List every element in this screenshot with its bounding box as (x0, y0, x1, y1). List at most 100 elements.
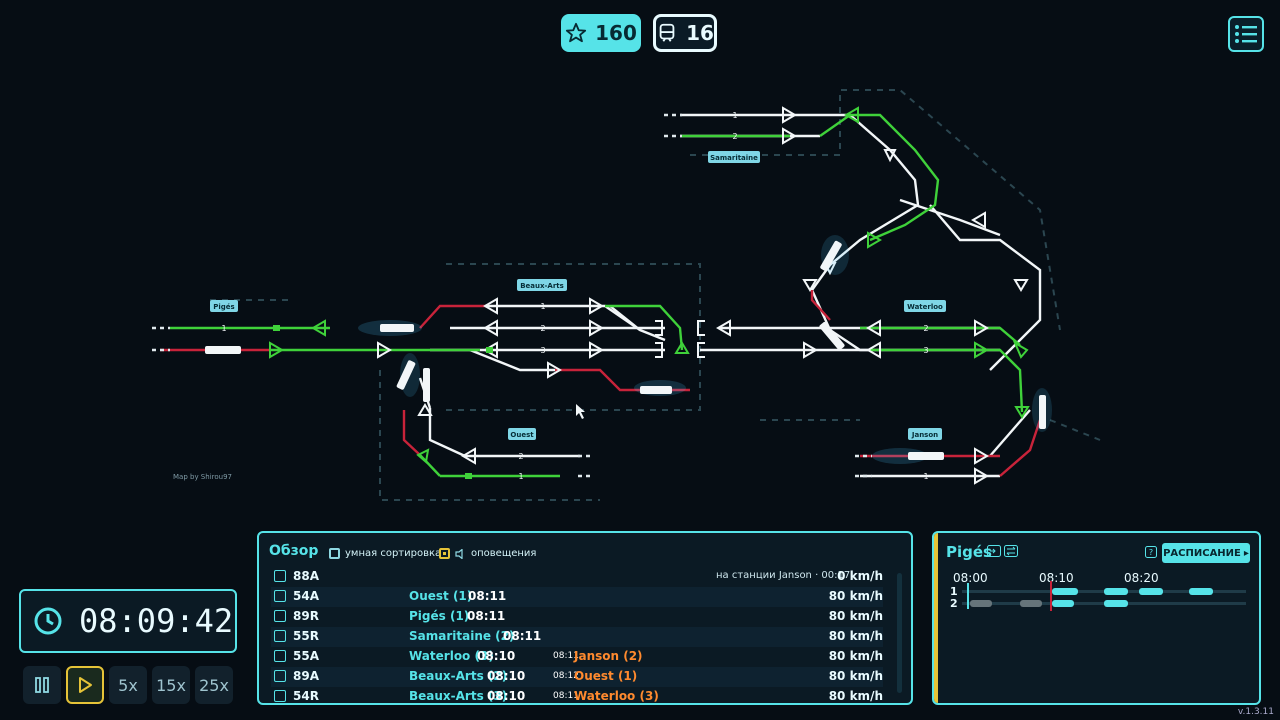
svg-text:Samaritaine: Samaritaine (710, 154, 758, 162)
station-panel: Pigés ? РАСПИСАНИЕ ▸ 08:00 08:10 08:20 1… (932, 531, 1261, 705)
next-station: Beaux-Arts (2) (409, 669, 508, 683)
next-station: Waterloo (3) (409, 649, 494, 663)
train-row[interactable]: 88A на станции Janson · 00:17 0 km/h (271, 567, 883, 587)
following-station: Janson (2) (574, 649, 643, 663)
timeline-hour: 08:00 (953, 571, 988, 585)
menu-button[interactable] (1228, 16, 1264, 52)
alerts-label: оповещения (471, 548, 537, 559)
timeline-marker (967, 583, 969, 609)
next-station: Ouest (1) (409, 589, 473, 603)
star-icon (566, 22, 587, 43)
swap-direction-icon[interactable] (1004, 545, 1018, 557)
speed-5x-button[interactable]: 5x (109, 666, 147, 704)
trains-counter: 16 (653, 14, 717, 52)
alerts-toggle[interactable]: оповещения (439, 548, 536, 559)
train-icon (274, 670, 286, 682)
swap-view-icon[interactable] (987, 545, 1001, 557)
pause-icon (35, 677, 49, 693)
train-icon (274, 570, 286, 582)
svg-text:Janson: Janson (911, 431, 938, 439)
next-time: 08:11 (503, 629, 542, 643)
svg-text:Ouest: Ouest (510, 431, 534, 439)
train-row[interactable]: 89R Pigés (1) 08:11 80 km/h (271, 607, 883, 627)
next-time: 08:10 (477, 649, 516, 663)
current-time-marker (1050, 581, 1052, 611)
overview-panel: Обзор умная сортировка оповещения 88A на… (257, 531, 913, 705)
play-button[interactable] (66, 666, 104, 704)
timeline-hour: 08:10 (1039, 571, 1074, 585)
track-number: 2 (518, 452, 523, 461)
timeline-hour: 08:20 (1124, 571, 1159, 585)
smart-sort-checkbox[interactable] (329, 548, 340, 559)
map-credit: Map by Shirou97 (173, 473, 232, 481)
following-time: 08:11 (553, 691, 579, 701)
track-number: 3 (923, 346, 928, 355)
following-station: Waterloo (3) (574, 689, 659, 703)
train-status: на станции Janson · 00:17 (716, 570, 851, 581)
station-label-waterloo[interactable]: Waterloo (904, 300, 946, 312)
track-number: 1 (923, 472, 928, 481)
train-row[interactable]: 55A Waterloo (3) 08:10 08:11 Janson (2) … (271, 647, 883, 667)
stars-count: 160 (595, 21, 637, 45)
next-time: 08:11 (468, 589, 507, 603)
svg-text:?: ? (1149, 548, 1153, 557)
trains-count: 16 (686, 21, 714, 45)
train-speed: 0 km/h (837, 569, 883, 583)
track-number: 1 (221, 324, 226, 333)
train-speed: 80 km/h (828, 609, 883, 623)
track-number: 2 (732, 132, 737, 141)
following-station: Ouest (1) (574, 669, 638, 683)
station-label-ouest[interactable]: Ouest (508, 428, 536, 440)
train-icon (274, 590, 286, 602)
help-icon[interactable]: ? (1145, 546, 1157, 558)
train-speed: 80 km/h (828, 649, 883, 663)
train-row[interactable]: 55R Samaritaine (2) 08:11 80 km/h (271, 627, 883, 647)
pause-button[interactable] (23, 666, 61, 704)
speed-25x-button[interactable]: 25x (195, 666, 233, 704)
train-id: 55A (293, 649, 319, 663)
train-id: 54R (293, 689, 319, 703)
panel-accent (934, 533, 938, 703)
rail-network-map[interactable]: 1 2 1 1 2 3 2 3 2 1 2 1 Pigés Beaux-Arts… (0, 0, 1280, 530)
train-id: 88A (293, 569, 319, 583)
next-time: 08:10 (487, 669, 526, 683)
play-icon (79, 677, 92, 693)
train-id: 89A (293, 669, 319, 683)
station-name: Pigés (946, 543, 992, 561)
train-row[interactable]: 89A Beaux-Arts (2) 08:10 08:12 Ouest (1)… (271, 667, 883, 687)
overview-scrollbar[interactable] (897, 573, 902, 693)
train-row[interactable]: 54A Ouest (1) 08:11 80 km/h (271, 587, 883, 607)
svg-text:Beaux-Arts: Beaux-Arts (520, 282, 564, 290)
stars-counter: 160 (561, 14, 641, 52)
station-label-samaritaine[interactable]: Samaritaine (708, 151, 760, 163)
clock-icon (34, 607, 62, 635)
next-station: Samaritaine (2) (409, 629, 515, 643)
svg-text:Waterloo: Waterloo (907, 303, 943, 311)
overview-title: Обзор (269, 543, 319, 559)
schedule-slot[interactable] (1020, 600, 1042, 607)
track-number: 2 (923, 452, 928, 461)
track-number: 1 (540, 302, 545, 311)
station-label-beaux-arts[interactable]: Beaux-Arts (517, 279, 567, 291)
schedule-slot[interactable] (1052, 588, 1078, 595)
alerts-checkbox[interactable] (439, 548, 450, 559)
schedule-slot[interactable] (1052, 600, 1074, 607)
next-time: 08:11 (467, 609, 506, 623)
station-label-janson[interactable]: Janson (908, 428, 942, 440)
smart-sort-toggle[interactable]: умная сортировка (329, 548, 441, 559)
station-label-piges[interactable]: Pigés (210, 300, 238, 312)
train-row[interactable]: 54R Beaux-Arts (3) 08:10 08:11 Waterloo … (271, 687, 883, 703)
schedule-button[interactable]: РАСПИСАНИЕ ▸ (1162, 543, 1250, 563)
schedule-slot[interactable] (1104, 600, 1128, 607)
game-clock: 08:09:42 (19, 589, 237, 653)
track-number: 2 (923, 324, 928, 333)
train-icon (659, 23, 675, 42)
schedule-slot[interactable] (1139, 588, 1163, 595)
schedule-slot[interactable] (1104, 588, 1128, 595)
arrow-right-icon: ▸ (1243, 547, 1249, 559)
schedule-slot[interactable] (1189, 588, 1213, 595)
train-icon (274, 650, 286, 662)
schedule-slot[interactable] (970, 600, 992, 607)
platform-label: 2 (950, 597, 958, 610)
speed-15x-button[interactable]: 15x (152, 666, 190, 704)
